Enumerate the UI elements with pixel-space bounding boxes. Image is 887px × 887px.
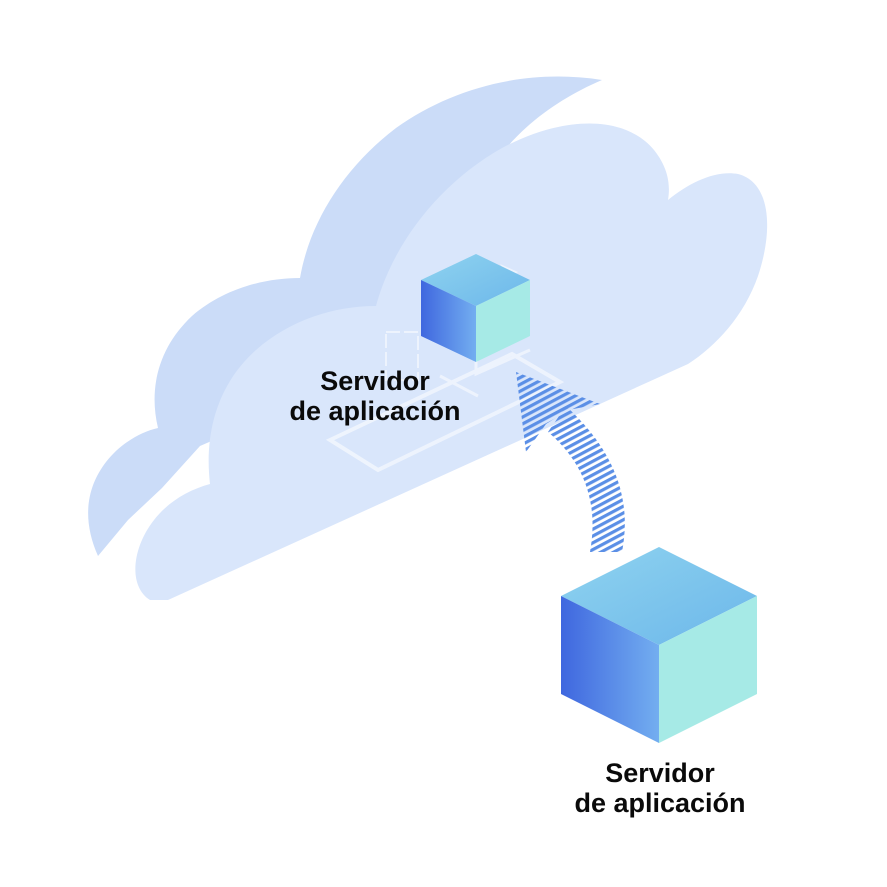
cloud-server-label-line2: de aplicación xyxy=(289,396,461,426)
arrow-head xyxy=(516,372,600,452)
cube-top-face xyxy=(421,254,530,306)
local-server-label-line1: Servidor xyxy=(605,758,715,788)
cube-left-face xyxy=(561,596,659,743)
cube-left-face xyxy=(421,280,476,362)
arrow-shaft xyxy=(548,406,625,552)
data-panel xyxy=(385,331,419,381)
cloud-server-label-line1: Servidor xyxy=(320,366,430,396)
cloud-server-label: Servidor de aplicación xyxy=(250,366,500,426)
local-server-label: Servidor de aplicación xyxy=(530,758,790,818)
cloud-icon xyxy=(88,76,768,600)
cube-right-face xyxy=(476,280,530,362)
curved-arrow-up-icon xyxy=(516,372,625,552)
cloud-server-cube-icon xyxy=(421,254,530,362)
cloud-front-layer xyxy=(135,123,768,600)
local-server-label-line2: de aplicación xyxy=(574,788,746,818)
local-server-cube-icon xyxy=(561,547,757,743)
cube-right-face xyxy=(659,596,757,743)
